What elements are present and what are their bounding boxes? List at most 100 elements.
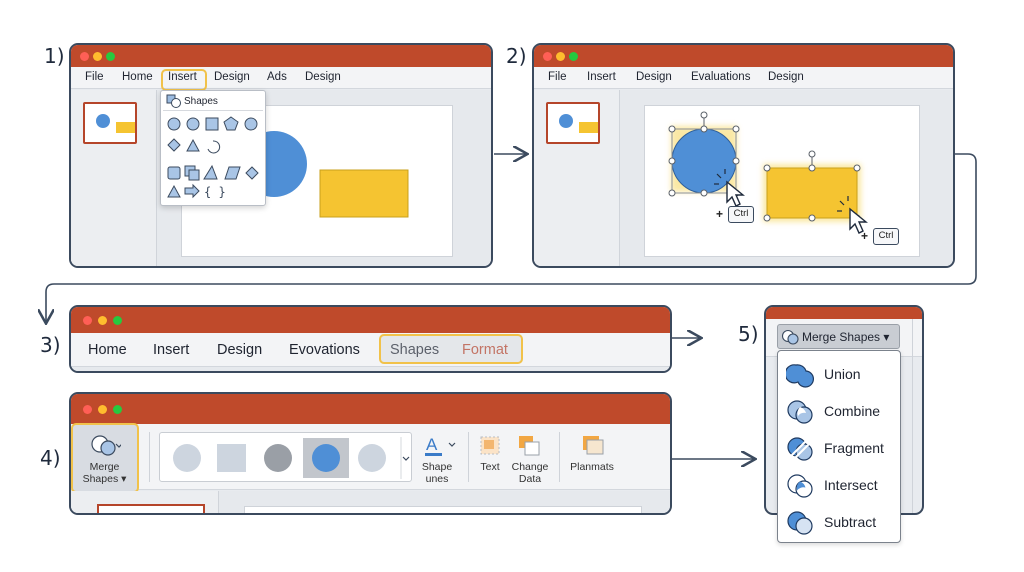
- svg-text:A: A: [426, 435, 438, 454]
- cursor-icon-2: [849, 207, 868, 234]
- menu-design[interactable]: Design: [636, 71, 672, 83]
- menu-ads[interactable]: Ads: [267, 71, 287, 83]
- union-icon: [786, 364, 814, 388]
- shapes-icon: [166, 94, 181, 108]
- close-dot[interactable]: [83, 405, 92, 414]
- shape-lines-label-1: Shape: [421, 461, 453, 473]
- combine-label: Combine: [824, 403, 881, 419]
- dropdown-divider: [163, 110, 263, 111]
- menu-item-combine[interactable]: Combine: [786, 396, 898, 428]
- menu-design-2[interactable]: Design: [768, 71, 804, 83]
- minimize-dot[interactable]: [93, 52, 102, 61]
- tab-shapes[interactable]: Shapes: [390, 342, 440, 358]
- merge-shapes-icon: [781, 329, 799, 345]
- window-step-3: Home Insert Design Evovations Shapes For…: [69, 305, 672, 373]
- change-data-icon[interactable]: [515, 434, 545, 458]
- title-bar: [71, 307, 670, 333]
- dropdown-title: Shapes: [184, 96, 218, 107]
- merge-shapes-button[interactable]: Merge Shapes ▾: [71, 423, 139, 493]
- zoom-dot[interactable]: [113, 405, 122, 414]
- menu-item-intersect[interactable]: Intersect: [786, 470, 898, 502]
- title-bar: [71, 394, 670, 424]
- thumbnail-shapes: [96, 114, 135, 133]
- window-step-1: File Home Insert Design Ads Design Shape…: [69, 43, 493, 268]
- subtract-label: Subtract: [824, 514, 877, 530]
- menu-bar: File Insert Design Evaluations Design: [534, 67, 953, 89]
- merge-shapes-dropdown-button[interactable]: Merge Shapes ▾: [777, 324, 900, 349]
- menu-design[interactable]: Design: [214, 71, 250, 83]
- shape-lines-icon[interactable]: A: [424, 434, 458, 458]
- subtract-icon: [787, 511, 813, 535]
- plus-sign-1: +: [716, 207, 724, 221]
- plus-sign-2: +: [861, 229, 869, 243]
- fragment-label: Fragment: [824, 440, 884, 456]
- close-dot[interactable]: [83, 316, 92, 325]
- title-bar: [71, 45, 491, 67]
- slide-thumbnail[interactable]: [97, 504, 205, 513]
- menu-design[interactable]: Design: [217, 342, 263, 358]
- thumbnail-shapes: [559, 114, 598, 133]
- shapes-dropdown: Shapes { }: [160, 90, 266, 206]
- menu-bar: File Home Insert Design Ads Design: [71, 67, 491, 89]
- menu-file[interactable]: File: [85, 71, 104, 83]
- cursor-icon-1: [726, 180, 745, 207]
- ctrl-key-icon-2: Ctrl: [873, 228, 899, 245]
- window-step-2: File Insert Design Evaluations Design: [532, 43, 955, 268]
- shape-gallery[interactable]: { }: [164, 113, 264, 205]
- planmats-icon[interactable]: [579, 434, 607, 458]
- zoom-dot[interactable]: [113, 316, 122, 325]
- close-dot[interactable]: [543, 52, 552, 61]
- tab-format[interactable]: Format: [462, 342, 508, 358]
- step-number-1: 1): [44, 44, 65, 68]
- window-step-4: Merge Shapes ▾ A Shape unes Text Change …: [69, 392, 672, 515]
- menu-item-subtract[interactable]: Subtract: [786, 507, 898, 539]
- arrow-2-to-3: [46, 153, 977, 322]
- merge-shapes-button-label: Merge Shapes ▾: [802, 330, 890, 344]
- merge-shapes-menu: Union Combine Fragment Intersect: [777, 350, 901, 543]
- slide-thumbnail[interactable]: [546, 102, 600, 144]
- union-label: Union: [824, 366, 861, 382]
- zoom-dot[interactable]: [569, 52, 578, 61]
- workspace: [71, 367, 670, 371]
- style-swatches[interactable]: [160, 433, 413, 483]
- ctrl-key-icon-1: Ctrl: [728, 206, 754, 223]
- menu-file[interactable]: File: [548, 71, 567, 83]
- intersect-icon: [787, 474, 813, 498]
- menu-evovations[interactable]: Evovations: [289, 342, 360, 358]
- selected-rectangle: [766, 167, 858, 219]
- menu-bar: Home Insert Design Evovations Shapes For…: [71, 333, 670, 367]
- zoom-dot[interactable]: [106, 52, 115, 61]
- step-number-2: 2): [506, 44, 527, 68]
- menu-insert[interactable]: Insert: [587, 71, 616, 83]
- yellow-rectangle: [319, 169, 409, 218]
- menu-evaluations[interactable]: Evaluations: [691, 71, 751, 83]
- merge-label-line-2: Shapes ▾: [82, 473, 127, 485]
- minimize-dot[interactable]: [556, 52, 565, 61]
- title-bar: [534, 45, 953, 67]
- minimize-dot[interactable]: [98, 316, 107, 325]
- menu-insert[interactable]: Insert: [153, 342, 190, 358]
- minimize-dot[interactable]: [98, 405, 107, 414]
- step-number-3: 3): [40, 333, 61, 357]
- ribbon-divider: [559, 432, 560, 482]
- intersect-label: Intersect: [824, 477, 878, 493]
- menu-home[interactable]: Home: [122, 71, 153, 83]
- slide-canvas: [244, 506, 642, 513]
- text-box-icon[interactable]: [478, 434, 504, 458]
- menu-item-union[interactable]: Union: [786, 359, 898, 391]
- ribbon-divider: [149, 432, 150, 482]
- menu-item-fragment[interactable]: Fragment: [786, 433, 898, 465]
- step-number-5: 5): [738, 322, 759, 346]
- svg-text:{ }: { }: [204, 185, 226, 199]
- close-dot[interactable]: [80, 52, 89, 61]
- menu-design-2[interactable]: Design: [305, 71, 341, 83]
- title-bar: [766, 307, 922, 319]
- step-number-4: 4): [40, 446, 61, 470]
- menu-insert[interactable]: Insert: [168, 71, 197, 83]
- combine-icon: [787, 400, 813, 424]
- text-label: Text: [480, 461, 500, 473]
- selected-shapes[interactable]: [645, 106, 921, 258]
- menu-home[interactable]: Home: [88, 342, 127, 358]
- slide-thumbnail[interactable]: [83, 102, 137, 144]
